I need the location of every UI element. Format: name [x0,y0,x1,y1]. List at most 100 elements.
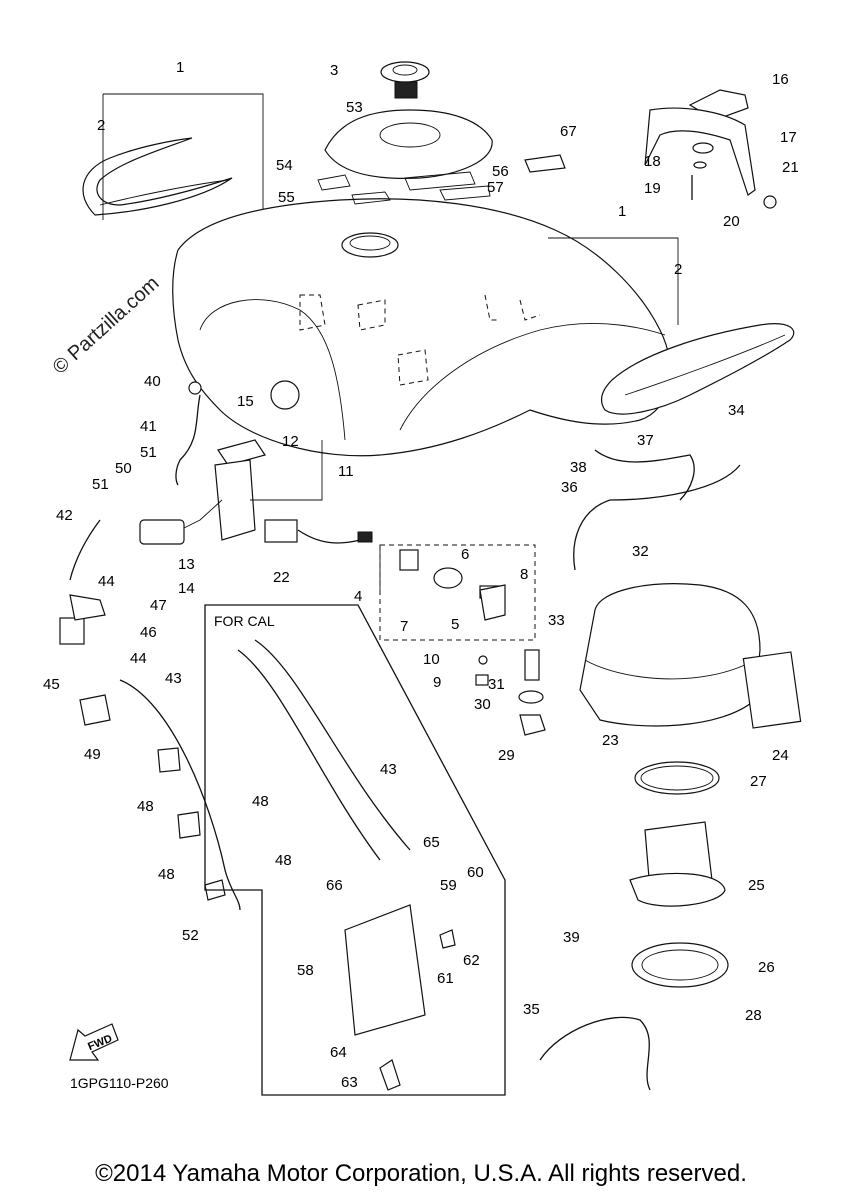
callout: 63 [341,1074,358,1091]
decals [317,154,566,205]
watermark-text: © Partzilla.com [49,272,164,379]
callout: 41 [140,418,157,435]
bolts-center [475,649,546,736]
callout: 22 [273,569,290,586]
pump-plate [631,942,729,988]
callout: 11 [338,463,354,480]
fuel-pump [629,821,726,907]
callout: 49 [84,746,101,763]
callout: 14 [178,580,195,597]
callout: 66 [326,877,343,894]
copyright-notice: ©2014 Yamaha Motor Corporation, U.S.A. A… [95,1160,747,1187]
diagram-code: 1GPG110-P260 [70,1075,169,1091]
callout: 6 [461,546,469,563]
callout: 47 [150,597,167,614]
hoses-right [539,449,741,1091]
callout: 23 [602,732,619,749]
fuel-sender [139,439,373,545]
callout: 43 [165,670,182,687]
callout: 33 [548,612,565,629]
callout: 51 [140,444,157,461]
callout: 40 [144,373,161,390]
callout: 62 [463,952,480,969]
callout: 48 [275,852,292,869]
callout: 19 [644,180,661,197]
callout: 31 [488,676,505,693]
callout: 55 [278,189,295,206]
callout: 65 [423,834,440,851]
callout: 60 [467,864,484,881]
callout: 3 [330,62,338,79]
callout: 48 [137,798,154,815]
callout: 38 [570,459,587,476]
fuel-pump-housing [579,583,802,729]
emblem-right [600,323,795,415]
callout: 1 [618,203,626,220]
callout: 27 [750,773,767,790]
for-cal-label: FOR CAL [214,613,275,629]
fwd-arrow-icon: FWD [69,1023,119,1061]
callout: 46 [140,624,157,641]
callout: 37 [637,432,654,449]
callout: 12 [282,433,299,450]
callout: 7 [400,618,408,635]
callout: 24 [772,747,789,764]
callout: 15 [237,393,254,410]
callout: 48 [252,793,269,810]
callout: 1 [176,59,184,76]
callout: 9 [433,674,441,691]
callout-numbers: 1 2 3 53 54 55 56 57 67 16 17 18 19 20 2… [43,59,799,1091]
callout: 20 [723,213,740,230]
callout: 29 [498,747,515,764]
callout: 39 [563,929,580,946]
callout: 34 [728,402,745,419]
callout: 16 [772,71,789,88]
callout: 2 [674,261,682,278]
callout: 58 [297,962,314,979]
callout: 43 [380,761,397,778]
callout: 57 [487,179,504,196]
callout: 8 [520,566,528,583]
callout: 53 [346,99,363,116]
callout: 25 [748,877,765,894]
hoses-left [69,380,300,581]
callout: 18 [644,153,661,170]
callout: 4 [354,588,362,605]
callout: 21 [782,159,799,176]
callout: 13 [178,556,195,573]
callout: 64 [330,1044,347,1061]
callout: 30 [474,696,491,713]
callout: 26 [758,959,775,976]
callout: 32 [632,543,649,560]
callout: 36 [561,479,578,496]
left-components [59,594,241,911]
callout-lines [102,93,679,595]
callout: 61 [437,970,454,987]
callout: 44 [98,573,115,590]
callout: 17 [780,129,797,146]
fuel-cap [380,61,430,99]
callout: 10 [423,651,440,668]
callout: 50 [115,460,132,477]
fuel-tank [172,198,671,457]
callout: 28 [745,1007,762,1024]
callout: 67 [560,123,577,140]
callout: 35 [523,1001,540,1018]
callout: 54 [276,157,293,174]
emblem-left [82,137,233,216]
for-cal-box: FOR CAL [204,604,506,1096]
callout: 44 [130,650,147,667]
callout: 5 [451,616,459,633]
callout: 42 [56,507,73,524]
callout: 51 [92,476,109,493]
o-ring [634,761,720,795]
callout: 45 [43,676,60,693]
callout: 48 [158,866,175,883]
tank-bracket [644,89,777,209]
callout: 56 [492,163,509,180]
callout: 2 [97,117,105,134]
callout: 59 [440,877,457,894]
tank-cover [324,109,493,179]
callout: 52 [182,927,199,944]
